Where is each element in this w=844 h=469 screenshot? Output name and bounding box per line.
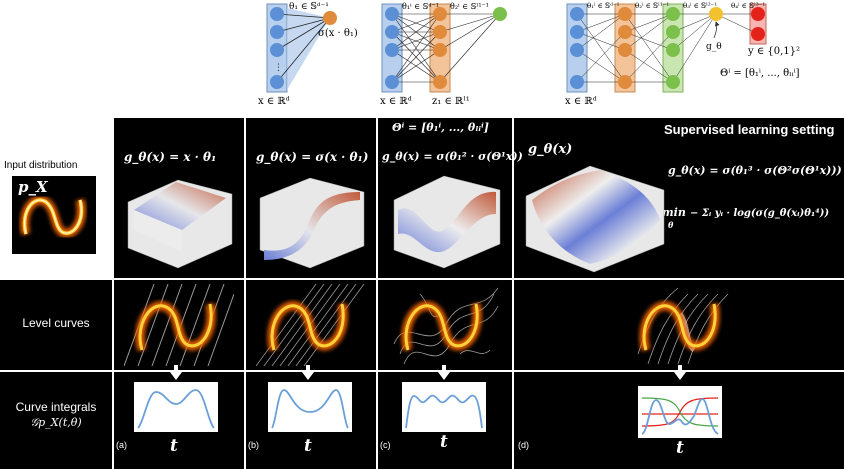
net2-theta2-label: θ₂ⁱ ∈ 𝕊ˡ¹⁻¹ bbox=[450, 2, 489, 11]
panel-letter-a: (a) bbox=[116, 440, 127, 450]
surface-plot-c bbox=[393, 175, 501, 269]
arrow-stem-d bbox=[678, 365, 682, 372]
network-single-neuron: ⋮ bbox=[266, 3, 337, 93]
panel-letter-b: (b) bbox=[248, 440, 259, 450]
formula-d-2: − Σᵢ yᵢ · log(σ(g_θ(xᵢ)θ₁⁴)) bbox=[690, 208, 830, 219]
integral-plot-b bbox=[268, 382, 352, 432]
net3-g-label: g_θ bbox=[706, 42, 722, 52]
surface-plot-b bbox=[259, 177, 365, 269]
svg-text:⋮: ⋮ bbox=[274, 63, 283, 73]
t-label-c: t bbox=[440, 432, 448, 452]
net2-theta1-label: θ₁ⁱ ∈ 𝕊ᵈ⁻¹ bbox=[402, 2, 440, 11]
formula-d-min-sub: θ bbox=[668, 220, 674, 230]
formula-d-min: min bbox=[662, 206, 686, 219]
arrow-stem-c bbox=[442, 365, 446, 372]
integral-plot-a bbox=[134, 382, 218, 432]
network-diagrams: ⋮ bbox=[266, 3, 767, 93]
t-label-b: t bbox=[304, 436, 312, 456]
formula-c-top: Θⁱ = [θ₁ⁱ, ..., θₗᵢⁱ] bbox=[392, 121, 489, 134]
input-distribution-symbol: p_X bbox=[18, 178, 48, 196]
net1-input-label: x ∈ ℝᵈ bbox=[258, 96, 290, 107]
level-curves-c bbox=[393, 287, 499, 365]
integral-plot-c bbox=[402, 382, 486, 432]
net3-theta3-label: θ₃ⁱ ∈ 𝕊ˡ²⁻¹ bbox=[683, 2, 718, 10]
input-distribution-image bbox=[12, 176, 96, 254]
net3-theta1-label: θ₁ⁱ ∈ 𝕊ᵈ⁻¹ bbox=[587, 2, 620, 10]
input-distribution-title: Input distribution bbox=[4, 160, 78, 171]
t-label-d: t bbox=[676, 438, 684, 458]
arrow-down-c bbox=[438, 372, 450, 380]
panel-letter-c: (c) bbox=[380, 440, 391, 450]
network-deep bbox=[566, 3, 767, 93]
curve-integrals-title: Curve integrals bbox=[15, 400, 97, 414]
net3-theta2-label: θ₂ⁱ ∈ 𝕊ˡ¹⁻¹ bbox=[635, 2, 670, 10]
net3-Theta-label: Θⁱ = [θ₁ⁱ, ..., θₗᵢⁱ] bbox=[720, 68, 800, 79]
supervised-title: Supervised learning setting bbox=[664, 122, 835, 137]
row-label-level bbox=[0, 280, 112, 370]
arrow-stem-a bbox=[174, 365, 178, 372]
net2-z-label: z₁ ∈ ℝˡ¹ bbox=[432, 96, 470, 107]
net3-y-label: y ∈ {0,1}² bbox=[748, 46, 801, 57]
net1-theta-label: θ₁ ∈ 𝕊ᵈ⁻¹ bbox=[289, 2, 329, 12]
net2-input-label: x ∈ ℝᵈ bbox=[380, 96, 412, 107]
panel-letter-d: (d) bbox=[518, 440, 529, 450]
t-label-a: t bbox=[170, 436, 178, 456]
formula-d-1: g_θ(x) = σ(θ₁³ · σ(Θ²σ(Θ¹x))) bbox=[668, 164, 842, 177]
arrow-stem-b bbox=[306, 365, 310, 372]
arrow-down-a bbox=[170, 372, 182, 380]
level-curves-a bbox=[124, 284, 234, 366]
level-curves-title: Level curves bbox=[22, 316, 90, 330]
integral-plot-d bbox=[638, 386, 722, 438]
net3-input-label: x ∈ ℝᵈ bbox=[565, 96, 597, 107]
formula-c: g_θ(x) = σ(θ₁² · σ(Θ¹x)) bbox=[382, 150, 523, 163]
arrow-down-d bbox=[674, 372, 686, 380]
curve-integrals-symbol: 𝒢p_X(t,θ) bbox=[30, 416, 82, 429]
row-label-integral bbox=[0, 372, 112, 469]
network-two-layer bbox=[381, 3, 507, 93]
level-curves-b bbox=[256, 284, 365, 366]
formula-d-g: g_θ(x) bbox=[528, 142, 573, 157]
surface-plot-a bbox=[127, 179, 233, 269]
surface-plot-d bbox=[525, 165, 665, 273]
net1-output-label: σ(x · θ₁) bbox=[318, 28, 358, 39]
arrow-down-b bbox=[302, 372, 314, 380]
formula-a: g_θ(x) = x · θ₁ bbox=[124, 150, 217, 164]
net3-theta4-label: θ₄ⁱ ∈ 𝕊ˡ³⁻¹ bbox=[731, 2, 766, 10]
level-curves-d bbox=[637, 287, 729, 365]
formula-b: g_θ(x) = σ(x · θ₁) bbox=[256, 150, 369, 164]
